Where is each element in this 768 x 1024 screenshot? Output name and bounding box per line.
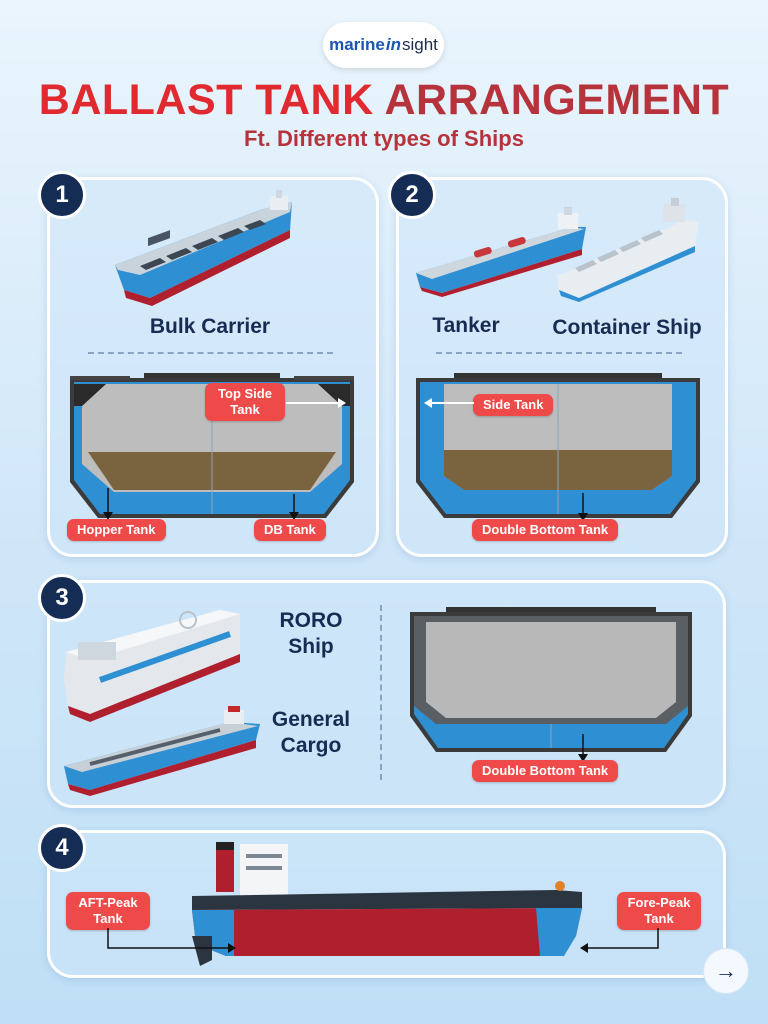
arrow-side-tank [424, 398, 474, 408]
logo-text-sight: sight [401, 35, 438, 54]
page-subtitle: Ft. Different types of Ships [244, 126, 524, 151]
label-db-tank: DB Tank [254, 519, 326, 541]
logo-text-marine: marine [329, 35, 385, 54]
panel-number-2: 2 [388, 171, 436, 219]
marine-insight-logo: marine in sight [323, 22, 444, 68]
ship-profile-peak-tanks [192, 842, 582, 966]
arrow-double-bottom-tank-2 [578, 493, 588, 521]
panel-2-divider [436, 352, 682, 354]
title-part-1: BALLAST TANK [38, 76, 374, 124]
arrow-aft-peak-tank [107, 928, 236, 953]
arrow-double-bottom-tank-3 [578, 734, 588, 762]
tanker-ship-illustration [416, 207, 586, 297]
container-ship-illustration [557, 198, 699, 302]
roro-general-cargo-cross-section [410, 607, 692, 752]
panel-number-4: 4 [38, 824, 86, 872]
title-part-2: ARRANGEMENT [384, 76, 730, 124]
panel-number-1: 1 [38, 171, 86, 219]
label-top-side-tank: Top Side Tank [205, 383, 285, 421]
tanker-cross-section [416, 373, 700, 518]
page-title: BALLAST TANK ARRANGEMENT [0, 76, 768, 125]
next-arrow-button[interactable]: → [703, 948, 749, 994]
ship-label-tanker: Tanker [432, 314, 500, 337]
ship-label-general-cargo: General Cargo [271, 708, 351, 757]
label-double-bottom-tank-3: Double Bottom Tank [472, 760, 619, 782]
panel-number-3: 3 [38, 574, 86, 622]
panel-1-divider [88, 352, 333, 354]
ship-label-bulk-carrier: Bulk Carrier [149, 315, 271, 338]
panel-3-divider [380, 605, 382, 780]
label-side-tank: Side Tank [473, 394, 554, 416]
roro-ship-illustration [64, 610, 240, 722]
ship-label-roro-ship: RORO Ship [279, 609, 343, 658]
ship-label-container-ship: Container Ship [552, 316, 702, 339]
label-fore-peak-tank: Fore-Peak Tank [617, 892, 701, 930]
label-double-bottom-tank-2: Double Bottom Tank [472, 519, 619, 541]
label-aft-peak-tank: AFT-Peak Tank [66, 892, 150, 930]
label-hopper-tank: Hopper Tank [67, 519, 166, 541]
arrow-top-side-tank [286, 398, 346, 408]
general-cargo-ship-illustration [64, 706, 260, 796]
arrow-db-tank [289, 494, 299, 520]
bulk-carrier-ship-illustration [115, 190, 292, 306]
arrow-hopper-tank [103, 488, 113, 520]
arrow-right-icon: → [715, 958, 737, 983]
logo-text-in: in [385, 35, 401, 54]
arrow-fore-peak-tank [580, 928, 659, 953]
